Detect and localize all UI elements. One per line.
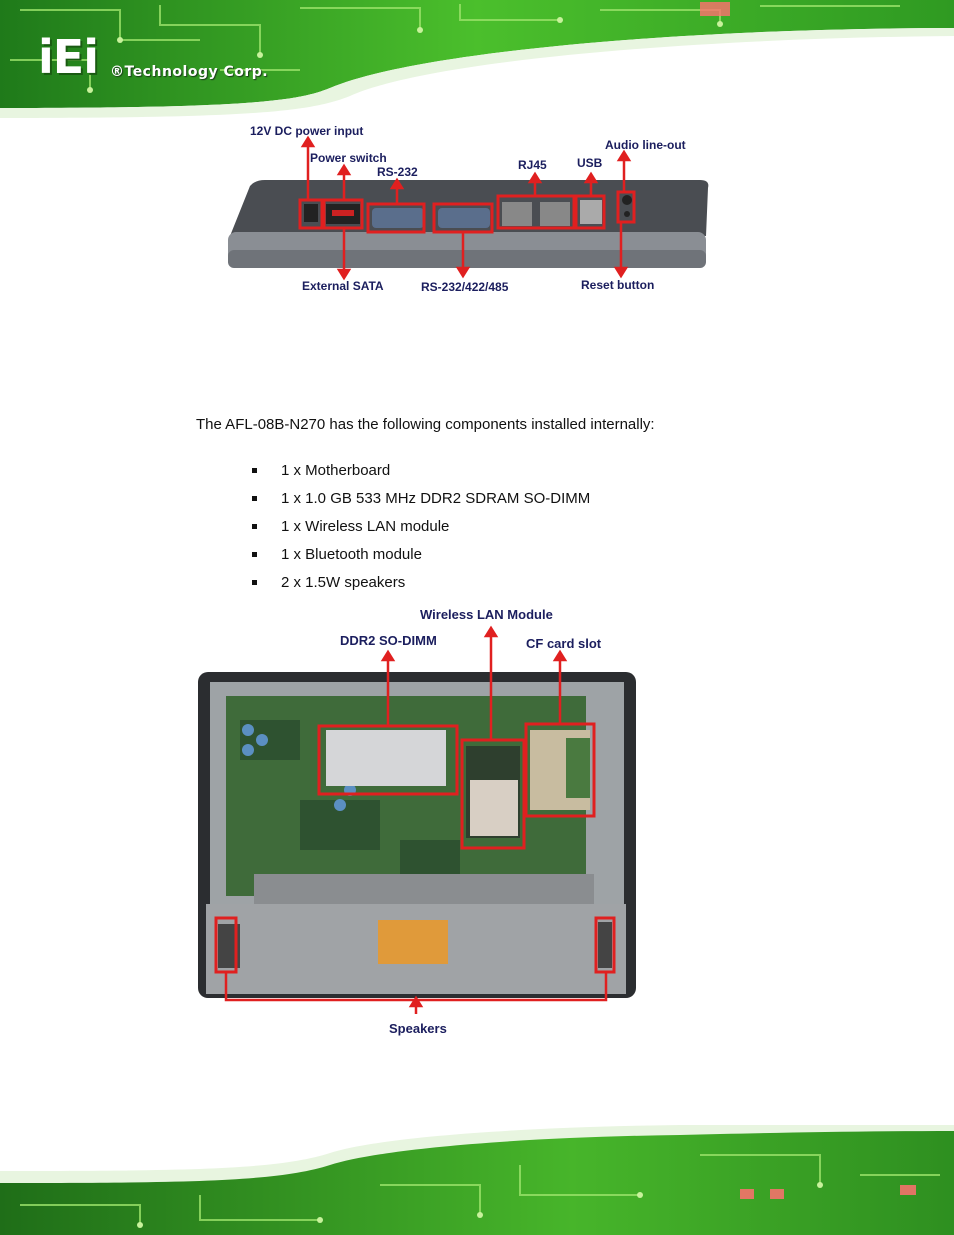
bullet-icon bbox=[252, 552, 257, 557]
bullet-icon bbox=[252, 468, 257, 473]
list-item: 2 x 1.5W speakers bbox=[252, 573, 590, 601]
label-ddr2-so-dimm: DDR2 SO-DIMM bbox=[340, 633, 437, 648]
list-item: 1 x Motherboard bbox=[252, 461, 590, 489]
logo-mark: iEi bbox=[38, 30, 99, 84]
company-name: ®Technology Corp. bbox=[110, 64, 269, 80]
rear-panel-drawing bbox=[228, 135, 709, 281]
label-wireless-lan-module: Wireless LAN Module bbox=[420, 607, 553, 622]
label-audio-line-out: Audio line-out bbox=[605, 138, 686, 152]
component-list: 1 x Motherboard 1 x 1.0 GB 533 MHz DDR2 … bbox=[252, 461, 590, 601]
label-cf-card-slot: CF card slot bbox=[526, 636, 602, 651]
bullet-icon bbox=[252, 496, 257, 501]
label-reset-button: Reset button bbox=[581, 278, 655, 292]
header-circuit-banner bbox=[0, 0, 954, 118]
label-power-switch: Power switch bbox=[310, 151, 387, 165]
page-header: iEi ®Technology Corp. bbox=[0, 0, 954, 118]
label-rs232-422-485: RS-232/422/485 bbox=[421, 280, 509, 294]
page-footer bbox=[0, 1125, 954, 1235]
company-logo: iEi bbox=[38, 30, 99, 84]
label-external-sata: External SATA bbox=[302, 279, 384, 293]
label-usb: USB bbox=[577, 156, 603, 170]
list-item: 1 x Bluetooth module bbox=[252, 545, 590, 573]
bullet-icon bbox=[252, 580, 257, 585]
label-speakers: Speakers bbox=[389, 1021, 447, 1036]
label-dc-power: 12V DC power input bbox=[250, 124, 364, 138]
list-item: 1 x Wireless LAN module bbox=[252, 517, 590, 545]
internal-components-drawing bbox=[198, 625, 636, 1014]
footer-circuit-banner bbox=[0, 1125, 954, 1235]
intro-paragraph: The AFL-08B-N270 has the following compo… bbox=[196, 416, 655, 433]
label-rj45: RJ45 bbox=[518, 158, 547, 172]
list-item: 1 x 1.0 GB 533 MHz DDR2 SDRAM SO-DIMM bbox=[252, 489, 590, 517]
bullet-icon bbox=[252, 524, 257, 529]
label-rs232: RS-232 bbox=[377, 165, 418, 179]
